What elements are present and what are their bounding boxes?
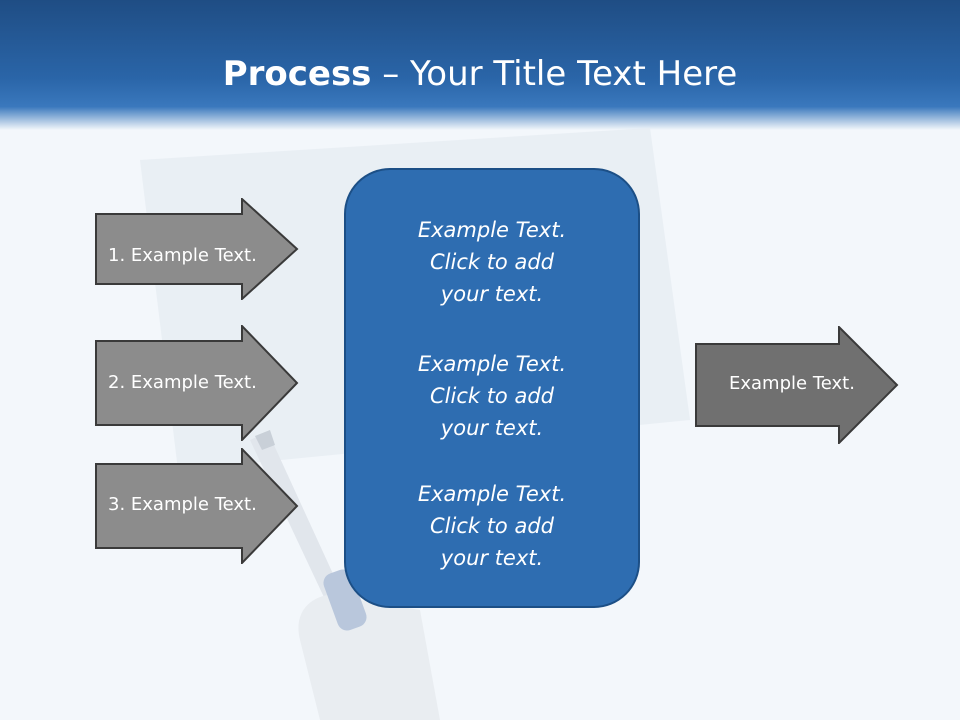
input-label-1: 1. Example Text. bbox=[108, 245, 257, 266]
block-line: Example Text. bbox=[417, 482, 567, 506]
block-line: Click to add bbox=[429, 514, 554, 538]
process-block-3: Example Text. Click to add your text. bbox=[346, 478, 638, 574]
output-label: Example Text. bbox=[729, 373, 855, 394]
title-bold: Process bbox=[222, 54, 372, 94]
block-line: Click to add bbox=[429, 384, 554, 408]
block-line: Example Text. bbox=[417, 218, 567, 242]
title-banner bbox=[0, 0, 960, 130]
block-line: your text. bbox=[440, 282, 544, 306]
process-box: Example Text. Click to add your text. Ex… bbox=[344, 168, 640, 608]
input-label-3: 3. Example Text. bbox=[108, 494, 257, 515]
input-arrow-3 bbox=[95, 448, 299, 564]
process-block-2: Example Text. Click to add your text. bbox=[346, 348, 638, 444]
output-arrow bbox=[695, 326, 899, 444]
input-arrow-1 bbox=[95, 198, 299, 300]
input-arrow-2 bbox=[95, 325, 299, 441]
block-line: your text. bbox=[440, 546, 544, 570]
input-label-2: 2. Example Text. bbox=[108, 372, 257, 393]
block-line: your text. bbox=[440, 416, 544, 440]
slide-title: Process – Your Title Text Here bbox=[0, 52, 960, 96]
block-line: Example Text. bbox=[417, 352, 567, 376]
process-block-1: Example Text. Click to add your text. bbox=[346, 214, 638, 310]
block-line: Click to add bbox=[429, 250, 554, 274]
title-rest: – Your Title Text Here bbox=[371, 54, 738, 94]
